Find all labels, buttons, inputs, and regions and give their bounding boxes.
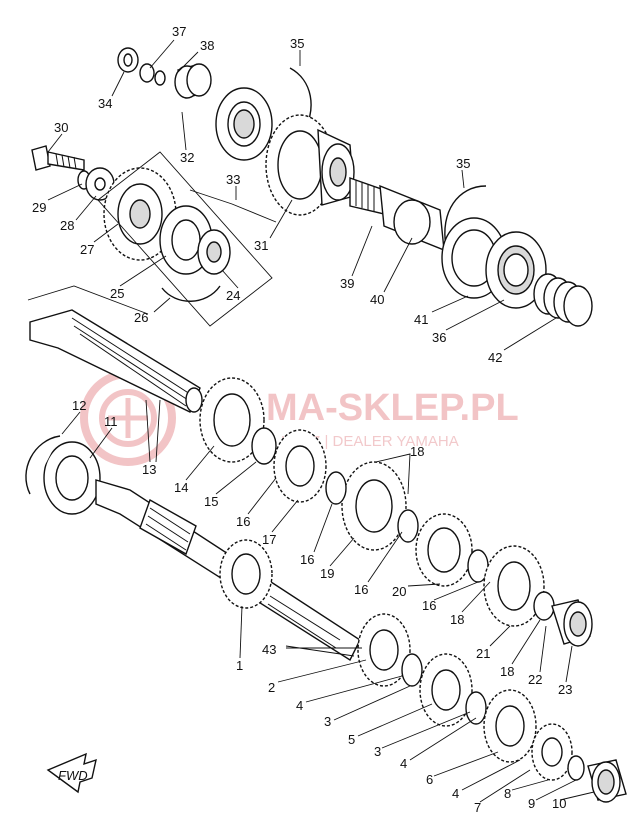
callout-42: 42 — [488, 350, 502, 365]
part-30-bolt — [31, 145, 85, 171]
callout-40: 40 — [370, 292, 384, 307]
callout-29: 29 — [32, 200, 46, 215]
callout-39: 39 — [340, 276, 354, 291]
watermark: MA-SKLEP.PL WICZ | DEALER YAMAHA — [80, 370, 519, 466]
callout-4: 4 — [452, 786, 459, 801]
upper-assembly — [31, 47, 593, 327]
callout-33: 33 — [226, 172, 240, 187]
callout-22: 22 — [528, 672, 542, 687]
callout-3: 3 — [324, 714, 331, 729]
callout-6: 6 — [426, 772, 433, 787]
part-12-circlip — [25, 435, 61, 495]
callout-41: 41 — [414, 312, 428, 327]
callout-10: 10 — [552, 796, 566, 811]
callout-43: 43 — [262, 642, 276, 657]
callout-36: 36 — [432, 330, 446, 345]
callout-18: 18 — [410, 444, 424, 459]
callout-16: 16 — [300, 552, 314, 567]
callout-19: 19 — [320, 566, 334, 581]
callout-4: 4 — [296, 698, 303, 713]
callout-14: 14 — [174, 480, 188, 495]
callout-18: 18 — [450, 612, 464, 627]
callout-9: 9 — [528, 796, 535, 811]
fwd-label: FWD — [58, 768, 88, 783]
callout-30: 30 — [54, 120, 68, 135]
fwd-arrow: FWD — [46, 752, 97, 794]
callout-35: 35 — [456, 156, 470, 171]
callout-11: 11 — [104, 414, 118, 429]
callout-13: 13 — [142, 462, 156, 477]
leader-lines — [47, 39, 595, 803]
part-15-washer — [251, 427, 277, 465]
callout-32: 32 — [180, 150, 194, 165]
callout-7: 7 — [474, 800, 481, 815]
callout-26: 26 — [134, 310, 148, 325]
callout-24: 24 — [226, 288, 240, 303]
callout-38: 38 — [200, 38, 214, 53]
callout-18: 18 — [500, 664, 514, 679]
callout-31: 31 — [254, 238, 268, 253]
callouts: 37 38 35 34 30 32 33 35 29 28 27 31 25 2… — [32, 24, 572, 815]
part-37-washer — [139, 63, 155, 83]
part-42-spring — [533, 273, 593, 327]
watermark-sub: WICZ | DEALER YAMAHA — [282, 433, 459, 450]
main-axle-upper — [27, 285, 593, 647]
callout-1: 1 — [236, 658, 243, 673]
callout-37: 37 — [172, 24, 186, 39]
callout-23: 23 — [558, 682, 572, 697]
callout-4: 4 — [400, 756, 407, 771]
callout-16: 16 — [236, 514, 250, 529]
callout-15: 15 — [204, 494, 218, 509]
callout-2: 2 — [268, 680, 275, 695]
callout-25: 25 — [110, 286, 124, 301]
callout-28: 28 — [60, 218, 74, 233]
callout-12: 12 — [72, 398, 86, 413]
drive-axle-lower — [25, 435, 627, 803]
callout-35: 35 — [290, 36, 304, 51]
watermark-main: MA-SKLEP.PL — [266, 387, 519, 429]
callout-17: 17 — [262, 532, 276, 547]
part-39-shaft — [349, 177, 385, 215]
callout-5: 5 — [348, 732, 355, 747]
callout-3: 3 — [374, 744, 381, 759]
callout-27: 27 — [80, 242, 94, 257]
callout-16: 16 — [354, 582, 368, 597]
part-26-circlip — [161, 285, 221, 302]
callout-21: 21 — [476, 646, 490, 661]
callout-8: 8 — [504, 786, 511, 801]
callout-20: 20 — [392, 584, 406, 599]
callout-34: 34 — [98, 96, 112, 111]
callout-16: 16 — [422, 598, 436, 613]
